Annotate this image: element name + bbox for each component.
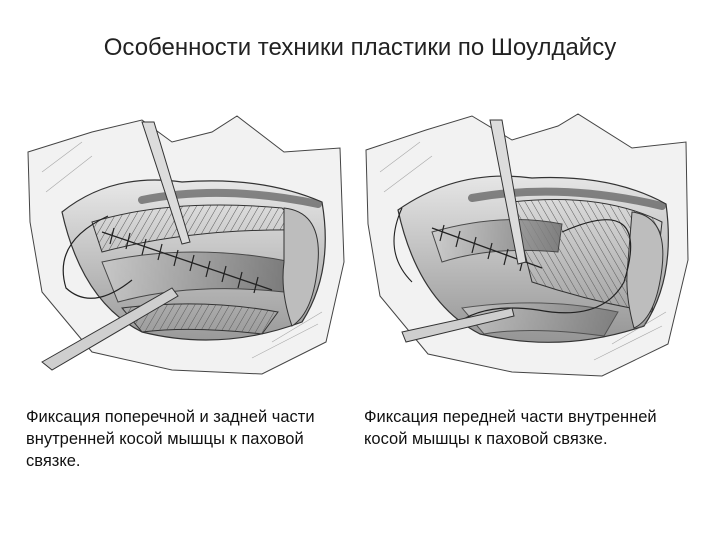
slide-title: Особенности техники пластики по Шоулдайс… xyxy=(103,34,617,61)
caption-right: Фиксация передней части внутренней косой… xyxy=(364,408,657,448)
right-illustration-drawing xyxy=(365,113,689,377)
surgical-illustration-right xyxy=(362,112,690,380)
caption-left: Фиксация поперечной и задней части внутр… xyxy=(26,408,315,470)
left-illustration-drawing xyxy=(27,115,345,375)
surgical-illustration-left xyxy=(22,112,350,380)
